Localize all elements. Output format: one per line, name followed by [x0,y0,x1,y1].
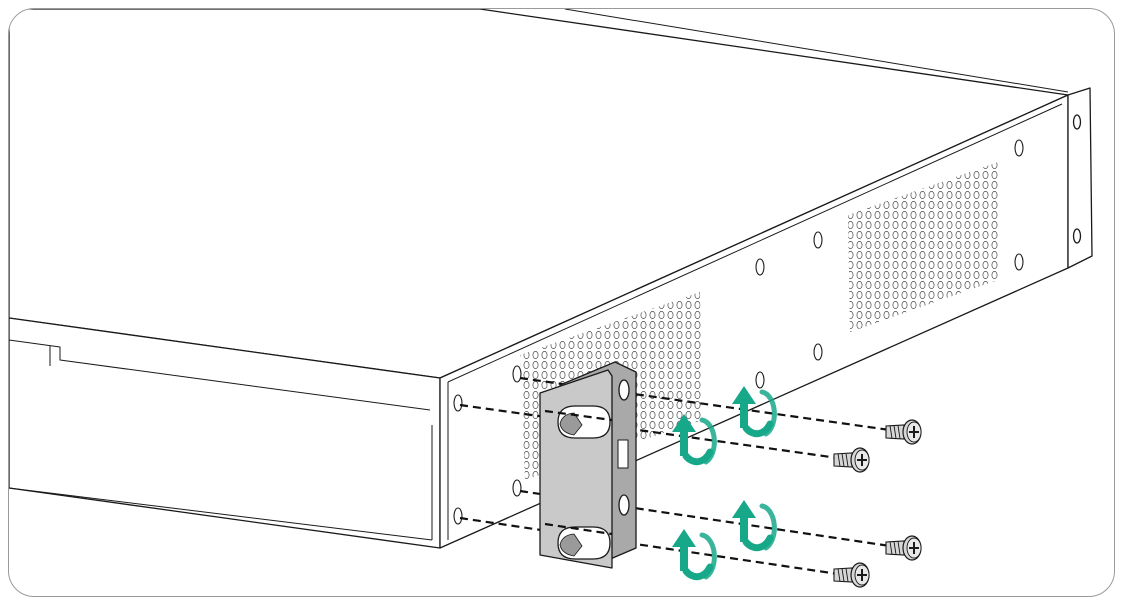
panel-holes [453,139,1024,525]
alignment-lines-front [544,409,613,536]
rotate-arrow-icon [672,529,717,581]
screw-icon [885,419,922,445]
chassis-right-ear [1067,87,1093,269]
rotate-arrow-icon [672,414,717,466]
screw-icon [885,535,922,561]
alignment-lines [459,376,891,576]
rotate-arrow-icon [732,500,777,552]
mounting-bracket-icon [539,361,637,569]
rotate-arrow-icon [732,386,777,438]
screw-icon [833,447,870,473]
screw-icon [833,562,870,588]
